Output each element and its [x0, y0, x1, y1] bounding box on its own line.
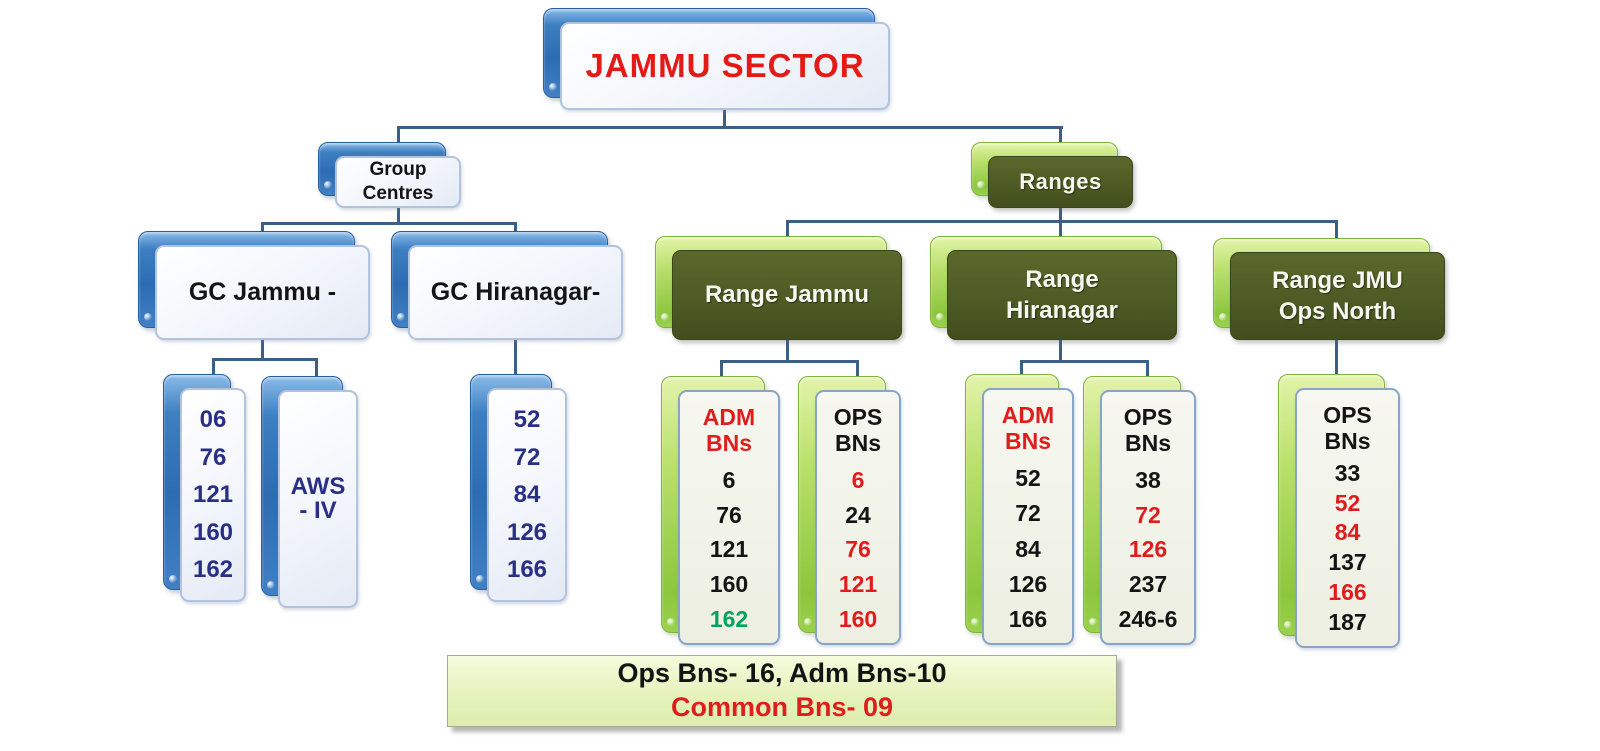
column-header: ADM BNs: [1001, 402, 1055, 455]
bn-item: 121: [709, 536, 749, 563]
connector: [1335, 220, 1338, 255]
bn-item: 126: [506, 518, 548, 546]
connector: [261, 222, 517, 225]
bn-item: 121: [192, 481, 234, 508]
node-label: Ranges: [1019, 169, 1102, 194]
aws-label-line: - IV: [299, 497, 337, 524]
bn-item: 166: [1328, 579, 1367, 606]
bn-item: 6: [722, 466, 736, 493]
bn-item: 72: [1135, 501, 1161, 528]
bn-item: 187: [1328, 608, 1367, 635]
bn-item: 52: [1334, 489, 1361, 516]
node-gc-jammu: GC Jammu -: [138, 231, 370, 340]
bn-item: 6: [851, 466, 865, 493]
connector: [397, 208, 400, 224]
bn-item: 84: [513, 481, 541, 508]
column-range-jmu-ops-bns: OPS BNs 33 52 84 137 166 187: [1278, 374, 1400, 648]
connector: [723, 110, 726, 128]
node-label: GC Jammu -: [188, 278, 337, 306]
node-gc-hiranagar: GC Hiranagar-: [391, 231, 623, 340]
column-gc-jammu-bns: 06 76 121 160 162: [163, 374, 246, 602]
column-header: OPS BNs: [1123, 404, 1173, 457]
bn-item: 24: [845, 501, 871, 528]
bn-item: 72: [1015, 500, 1041, 527]
node-group-centres: Group Centres: [318, 142, 461, 208]
bn-item: 121: [838, 571, 878, 598]
summary-box: Ops Bns- 16, Adm Bns-10 Common Bns- 09: [447, 655, 1117, 727]
connector: [315, 358, 318, 392]
connector: [1059, 340, 1062, 362]
node-label: Range Jammu: [704, 281, 870, 309]
summary-line-1: Ops Bns- 16, Adm Bns-10: [617, 658, 947, 689]
bn-item: 137: [1328, 549, 1367, 576]
column-aws: AWS - IV: [261, 376, 358, 608]
bn-item: 166: [1008, 605, 1048, 632]
bn-item: 38: [1135, 466, 1161, 493]
column-header: ADM BNs: [702, 404, 756, 457]
bn-item: 160: [192, 518, 234, 546]
aws-label-line: AWS: [290, 473, 346, 500]
bn-item: 76: [199, 443, 227, 471]
summary-line-2: Common Bns- 09: [670, 692, 894, 722]
connector: [1059, 208, 1062, 222]
bn-item: 160: [709, 571, 749, 598]
node-range-jammu: Range Jammu: [655, 236, 902, 340]
connector: [212, 358, 318, 361]
connector: [261, 340, 264, 360]
node-label: GC Hiranagar-: [430, 278, 601, 306]
connector: [786, 340, 789, 362]
connector: [1020, 360, 1148, 363]
bn-item: 76: [716, 501, 742, 528]
page-title: JAMMU SECTOR: [585, 47, 865, 84]
node-jammu-sector: JAMMU SECTOR: [543, 8, 890, 110]
node-ranges: Ranges: [971, 142, 1133, 208]
column-range-jammu-ops-bns: OPS BNs 6 24 76 121 160: [798, 376, 901, 645]
bn-item: 126: [1128, 536, 1168, 563]
node-label: Range Hiranagar: [1005, 265, 1119, 324]
connector: [397, 126, 1063, 129]
bn-item: 06: [199, 406, 227, 433]
connector: [720, 360, 858, 363]
column-range-jammu-adm-bns: ADM BNs 6 76 121 160 162: [661, 376, 780, 645]
bn-item: 162: [709, 605, 749, 632]
connector: [786, 220, 1338, 223]
column-header: OPS BNs: [1323, 402, 1372, 455]
bn-item: 52: [1015, 465, 1041, 492]
column-range-hiranagar-adm-bns: ADM BNs 52 72 84 126 166: [965, 374, 1074, 645]
bn-item: 76: [845, 536, 871, 563]
bn-item: 126: [1008, 570, 1048, 597]
connector: [514, 340, 517, 390]
bn-item: 33: [1334, 459, 1361, 486]
node-label: Group Centres: [362, 159, 434, 204]
node-range-jmu-ops-north: Range JMU Ops North: [1213, 238, 1445, 340]
column-gc-hiranagar-bns: 52 72 84 126 166: [470, 374, 567, 602]
bn-item: 84: [1015, 535, 1041, 562]
connector: [1335, 340, 1338, 390]
node-label: Range JMU Ops North: [1272, 266, 1403, 325]
bn-item: 160: [838, 605, 878, 632]
bn-item: 84: [1334, 519, 1361, 546]
bn-item: 166: [506, 556, 548, 583]
bn-item: 72: [513, 443, 541, 471]
column-range-hiranagar-ops-bns: OPS BNs 38 72 126 237 246-6: [1083, 376, 1196, 645]
bn-item: 246-6: [1118, 605, 1178, 632]
bn-item: 162: [192, 556, 234, 583]
column-header: OPS BNs: [833, 404, 883, 457]
node-range-hiranagar: Range Hiranagar: [930, 236, 1177, 340]
bn-item: 52: [513, 406, 541, 433]
bn-item: 237: [1128, 571, 1168, 598]
